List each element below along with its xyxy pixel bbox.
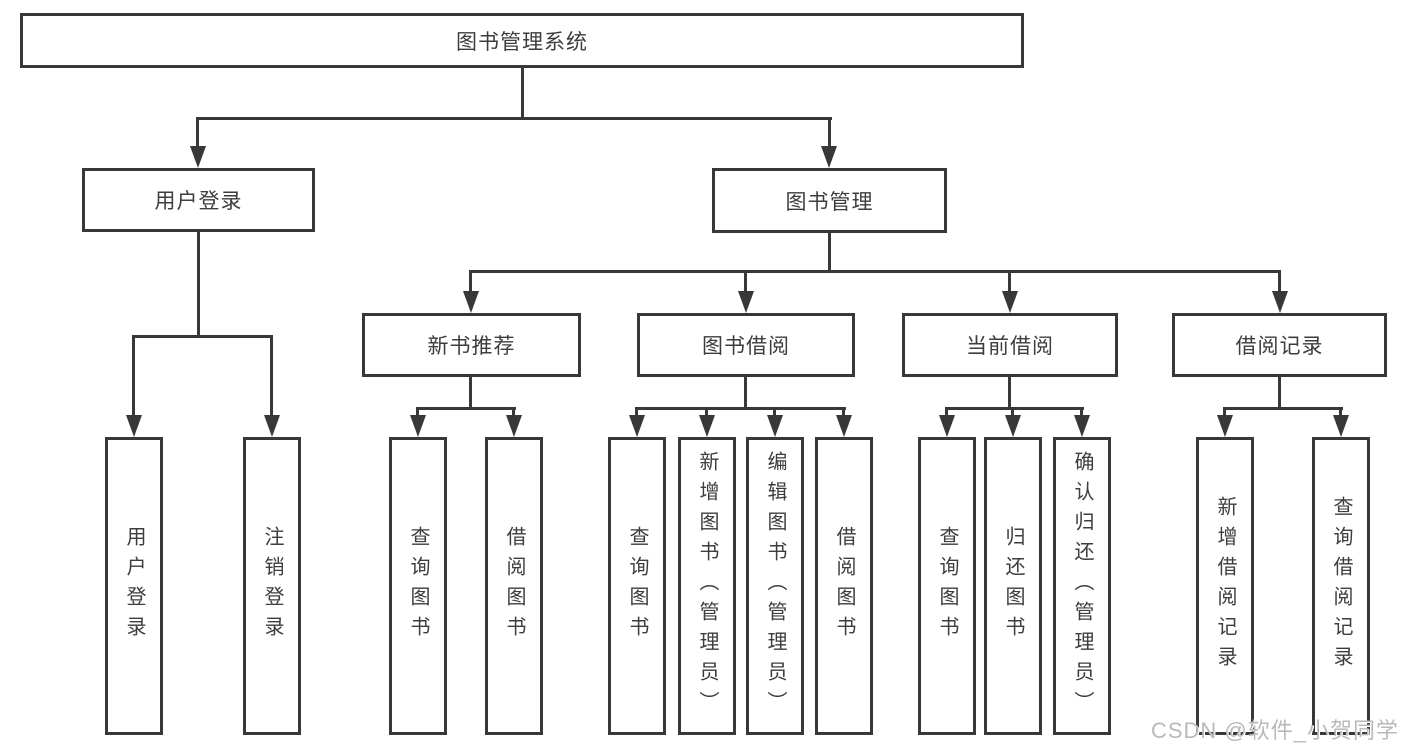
arrowhead-down-icon [629, 415, 645, 437]
node-label: 用户登录 [123, 526, 145, 646]
connector-line [635, 407, 846, 410]
node-label: 查询借阅记录 [1330, 496, 1352, 676]
leaf-borrow-books-recommend: 借阅图书 [485, 437, 543, 735]
leaf-edit-books-admin: 编辑图书（管理员） [746, 437, 804, 735]
leaf-query-books-recommend: 查询图书 [389, 437, 447, 735]
arrowhead-down-icon [836, 415, 852, 437]
arrowhead-down-icon [821, 146, 837, 168]
node-label: 借阅图书 [833, 526, 855, 646]
node-label: 查询图书 [407, 526, 429, 646]
leaf-logout: 注销登录 [243, 437, 301, 735]
arrowhead-down-icon [738, 291, 754, 313]
node-label: 查询图书 [626, 526, 648, 646]
connector-line [416, 407, 419, 419]
node-label: 图书借阅 [702, 335, 790, 358]
leaf-confirm-return-admin: 确认归还（管理员） [1053, 437, 1111, 735]
leaf-add-borrow-record: 新增借阅记录 [1196, 437, 1254, 735]
connector-line [842, 407, 845, 419]
node-book-management: 图书管理 [712, 168, 947, 233]
node-book-borrow: 图书借阅 [637, 313, 855, 377]
connector-line [635, 407, 638, 419]
connector-line [196, 117, 199, 149]
connector-line [828, 117, 831, 149]
leaf-query-borrow-record: 查询借阅记录 [1312, 437, 1370, 735]
arrowhead-down-icon [410, 415, 426, 437]
connector-line [132, 335, 135, 418]
connector-line [1223, 407, 1226, 419]
leaf-borrow-books: 借阅图书 [815, 437, 873, 735]
node-label: 图书管理 [785, 190, 874, 214]
arrowhead-down-icon [939, 415, 955, 437]
connector-line [132, 335, 273, 338]
connector-line [521, 68, 524, 120]
arrowhead-down-icon [190, 146, 206, 168]
connector-line [469, 270, 472, 294]
connector-line [945, 407, 948, 419]
node-label: 当前借阅 [966, 335, 1054, 358]
node-label: 借阅图书 [503, 526, 525, 646]
connector-line [773, 407, 776, 419]
connector-line [1080, 407, 1083, 419]
leaf-user-login: 用户登录 [105, 437, 163, 735]
arrowhead-down-icon [1074, 415, 1090, 437]
node-borrow-records: 借阅记录 [1172, 313, 1387, 377]
arrowhead-down-icon [506, 415, 522, 437]
connector-line [744, 377, 747, 410]
arrowhead-down-icon [264, 415, 280, 437]
node-user-login: 用户登录 [82, 168, 315, 232]
node-label: 图书管理系统 [456, 30, 588, 54]
leaf-return-books: 归还图书 [984, 437, 1042, 735]
connector-line [744, 270, 747, 294]
leaf-query-books-current: 查询图书 [918, 437, 976, 735]
connector-line [1008, 270, 1011, 294]
node-label: 新增借阅记录 [1214, 496, 1236, 676]
connector-line [270, 335, 273, 418]
connector-line [512, 407, 515, 419]
leaf-add-books-admin: 新增图书（管理员） [678, 437, 736, 735]
arrowhead-down-icon [1002, 291, 1018, 313]
connector-line [1339, 407, 1342, 419]
leaf-query-books-borrow: 查询图书 [608, 437, 666, 735]
arrowhead-down-icon [126, 415, 142, 437]
node-label: 确认归还（管理员） [1071, 451, 1093, 721]
node-label: 编辑图书（管理员） [764, 451, 786, 721]
arrowhead-down-icon [1005, 415, 1021, 437]
node-label: 注销登录 [261, 526, 283, 646]
node-new-book-recommend: 新书推荐 [362, 313, 581, 377]
node-label: 借阅记录 [1235, 335, 1324, 358]
arrowhead-down-icon [1272, 291, 1288, 313]
node-current-borrow: 当前借阅 [902, 313, 1118, 377]
node-label: 用户登录 [154, 190, 243, 213]
arrowhead-down-icon [1333, 415, 1349, 437]
connector-line [469, 270, 1281, 273]
connector-line [1008, 377, 1011, 410]
connector-line [945, 407, 1084, 410]
node-label: 新增图书（管理员） [696, 451, 718, 721]
connector-line [197, 232, 200, 338]
connector-line [196, 117, 832, 120]
node-root: 图书管理系统 [20, 13, 1024, 68]
arrowhead-down-icon [1217, 415, 1233, 437]
connector-line [416, 407, 516, 410]
node-label: 新书推荐 [427, 335, 516, 358]
connector-line [1223, 407, 1343, 410]
arrowhead-down-icon [767, 415, 783, 437]
node-label: 查询图书 [936, 526, 958, 646]
watermark: CSDN @软件_小贺同学 [1150, 718, 1399, 743]
connector-line [469, 377, 472, 410]
connector-line [1278, 270, 1281, 294]
node-label: 归还图书 [1002, 526, 1024, 646]
connector-line [1011, 407, 1014, 419]
connector-line [705, 407, 708, 419]
connector-line [828, 233, 831, 273]
connector-line [1278, 377, 1281, 410]
arrowhead-down-icon [463, 291, 479, 313]
arrowhead-down-icon [699, 415, 715, 437]
